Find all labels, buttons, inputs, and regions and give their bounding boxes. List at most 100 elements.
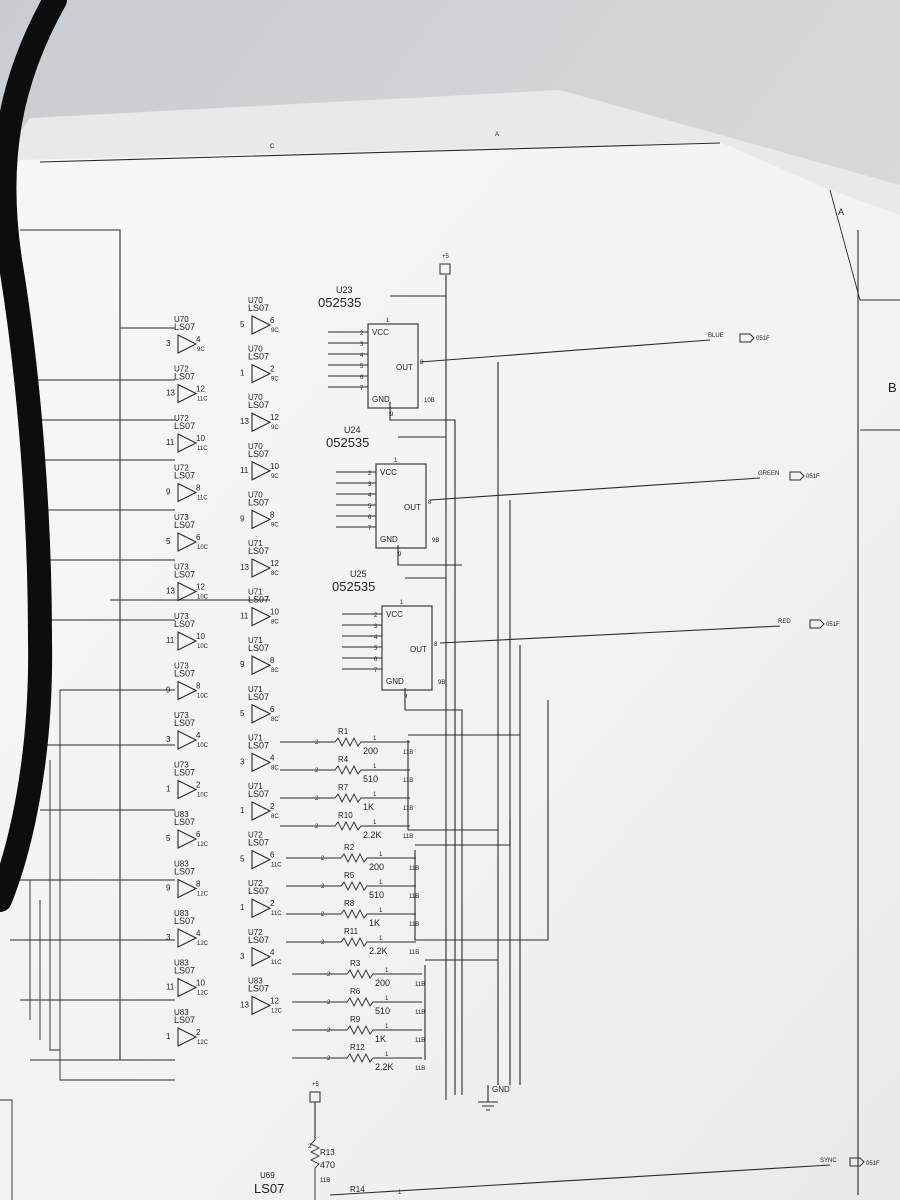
buffer-pin-out: 10 <box>196 979 205 988</box>
buffer-loc: 12C <box>271 1008 283 1014</box>
buffer-triangle <box>177 878 198 899</box>
buffer-ref: U70 <box>248 296 263 305</box>
resistor-pin-b: 1 <box>379 852 383 858</box>
chip-pin-in: 2 <box>374 613 378 619</box>
resistor-value: 200 <box>375 978 390 988</box>
resistor-value: 510 <box>363 774 378 784</box>
buffer-pin-in: 9 <box>166 488 171 497</box>
buffer-pin-out: 2 <box>196 781 201 790</box>
buffer-pin-out: 4 <box>270 948 275 957</box>
buffer-triangle <box>177 334 198 354</box>
buffer-pin-in: 9 <box>240 514 245 523</box>
u69-ref: U69 <box>260 1171 275 1180</box>
chip-vcc-label: VCC <box>372 328 389 337</box>
resistor-ref: R7 <box>338 783 349 792</box>
chip-pin-in: 7 <box>374 668 378 674</box>
buffer-triangle <box>177 383 198 404</box>
buffer-pin-in: 3 <box>166 735 171 744</box>
buffer-pin-out: 6 <box>270 316 275 325</box>
buffer-loc: 12C <box>197 941 209 947</box>
buffer-pin-in: 13 <box>240 1000 249 1009</box>
buffer-triangle <box>177 928 198 948</box>
output-connector <box>809 619 825 629</box>
output-connector <box>739 333 755 343</box>
buffer-loc: 9C <box>271 522 279 528</box>
chip-gnd-pin: 9 <box>398 552 402 558</box>
buffer-ref: U70 <box>248 490 263 499</box>
buffer-loc: 11C <box>197 397 208 403</box>
buffer-triangle <box>251 898 272 919</box>
buffer-ref: U72 <box>174 414 189 423</box>
buffer-loc: 12C <box>197 1040 209 1046</box>
buffer-triangle <box>251 606 272 627</box>
buffer-type: LS07 <box>248 886 269 896</box>
resistor-pin-a: 2 <box>315 768 319 774</box>
buffer-triangle <box>177 977 198 998</box>
chip-pin-in: 4 <box>374 635 378 641</box>
buffer-pin-in: 13 <box>240 563 249 572</box>
buffer-loc: 9C <box>271 425 279 431</box>
resistor-pin-a: 2 <box>321 940 325 946</box>
buffer-triangle <box>177 482 198 503</box>
buffer-pin-out: 8 <box>196 484 201 493</box>
buffer-pin-in: 5 <box>166 537 171 546</box>
buffer-triangle <box>177 779 198 800</box>
resistor-pin-a: 2 <box>321 884 325 890</box>
output-label-sync: SYNC <box>820 1158 837 1164</box>
u69-type: LS07 <box>254 1181 284 1196</box>
chip-out-label: OUT <box>404 503 421 512</box>
chip-gnd-pin: 9 <box>390 412 394 418</box>
buffer-triangle <box>251 655 272 676</box>
resistor-value: 1K <box>375 1034 386 1044</box>
resistor-value: 1K <box>363 802 374 812</box>
chip-pin-in: 3 <box>368 482 372 488</box>
buffer-pin-out: 12 <box>196 583 205 592</box>
buffer-pin-out: 8 <box>270 656 275 665</box>
chip-gnd-label: GND <box>372 395 390 404</box>
buffer-pin-out: 10 <box>196 434 205 443</box>
resistor-loc: 11B <box>415 1010 425 1016</box>
r13-zigzag <box>309 1139 321 1200</box>
chip-part: 052535 <box>326 435 369 450</box>
border-letter-b: B <box>888 380 897 395</box>
buffer-pin-in: 5 <box>166 834 171 843</box>
resistor-pin-b: 1 <box>385 1052 389 1058</box>
buffer-pin-out: 10 <box>270 462 279 471</box>
buffer-triangle <box>251 752 272 773</box>
buffer-loc: 12C <box>197 842 209 848</box>
border-letter-top-a: A <box>495 132 499 138</box>
buffer-triangle <box>251 995 272 1016</box>
buffer-pin-out: 6 <box>196 830 201 839</box>
chip-pin-in: 4 <box>360 353 364 359</box>
buffer-pin-in: 13 <box>166 587 175 596</box>
buffer-type: LS07 <box>174 322 195 332</box>
resistor-loc: 11B <box>403 834 413 840</box>
buffer-pin-in: 11 <box>240 466 249 475</box>
buffer-triangle <box>177 433 198 453</box>
resistor-pin-b: 1 <box>385 996 389 1002</box>
buffer-type: LS07 <box>248 400 269 410</box>
buffer-ref: U71 <box>248 685 263 694</box>
ground-label: GND <box>492 1085 510 1094</box>
buffer-ref: U70 <box>248 442 263 451</box>
buffer-loc: 9C <box>271 377 279 383</box>
resistor-pin-b: 1 <box>373 792 377 798</box>
resistor-zigzag <box>280 764 410 776</box>
buffer-type: LS07 <box>174 867 195 877</box>
chip-gnd-label: GND <box>380 535 398 544</box>
chip-pin-in: 2 <box>368 471 372 477</box>
